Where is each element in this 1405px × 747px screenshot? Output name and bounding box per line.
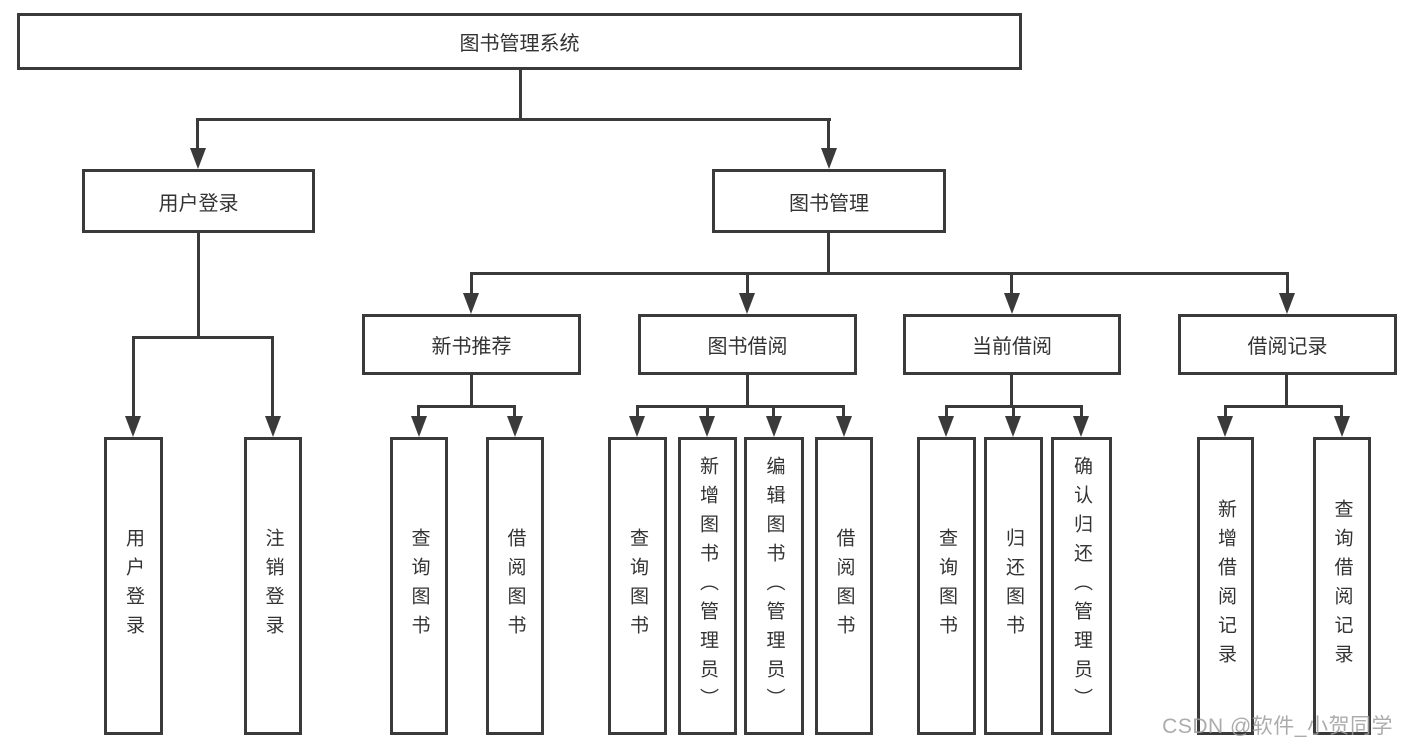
leaf-add-books-admin: 新增图书（管理员）	[678, 437, 737, 735]
arrow-down-icon	[821, 148, 837, 169]
leaf-recommend-borrow-books: 借阅图书	[486, 437, 544, 735]
connector-drop	[706, 405, 709, 419]
connector-borrowing-stem	[746, 375, 749, 407]
leaf-add-borrow-record: 新增借阅记录	[1197, 437, 1254, 735]
leaf-query-borrow-record: 查询借阅记录	[1313, 437, 1371, 735]
connector-bookmgmt-bar	[470, 272, 1288, 275]
connector-drop	[1012, 405, 1015, 419]
connector-drop	[636, 405, 639, 419]
connector-drop-user-login	[196, 118, 199, 152]
connector-recommend-stem	[470, 375, 473, 407]
connector-drop	[1080, 405, 1083, 419]
connector-borrowing-bar	[636, 405, 845, 408]
connector-records-stem	[1285, 375, 1288, 407]
arrow-down-icon	[125, 416, 141, 437]
leaf-borrowing-query-books: 查询图书	[608, 437, 667, 735]
arrow-down-icon	[1073, 416, 1089, 437]
arrow-down-icon	[463, 293, 479, 314]
arrow-down-icon	[190, 148, 206, 169]
arrow-down-icon	[265, 416, 281, 437]
leaf-confirm-return-admin: 确认归还（管理员）	[1051, 437, 1112, 735]
arrow-down-icon	[1004, 293, 1020, 314]
arrow-down-icon	[1334, 416, 1350, 437]
connector-recommend-bar	[418, 405, 516, 408]
connector-bookmgmt-stem	[827, 233, 830, 275]
connector-drop	[772, 405, 775, 419]
connector-drop	[842, 405, 845, 419]
connector-drop-leaf-user-login	[132, 336, 135, 418]
node-borrowing-records: 借阅记录	[1178, 314, 1397, 375]
connector-drop	[1340, 405, 1343, 419]
arrow-down-icon	[1005, 416, 1021, 437]
leaf-borrow-books: 借阅图书	[815, 437, 873, 735]
leaf-recommend-query-books: 查询图书	[390, 437, 448, 735]
node-book-borrowing: 图书借阅	[638, 314, 857, 375]
leaf-logout: 注销登录	[244, 437, 302, 735]
arrow-down-icon	[938, 416, 954, 437]
node-current-borrowing: 当前借阅	[903, 314, 1121, 375]
leaf-user-login: 用户登录	[104, 437, 163, 735]
connector-root-bar	[197, 118, 831, 121]
arrow-down-icon	[629, 416, 645, 437]
leaf-edit-books-admin: 编辑图书（管理员）	[744, 437, 804, 735]
connector-drop	[417, 405, 420, 419]
connector-drop	[1224, 405, 1227, 419]
connector-records-bar	[1224, 405, 1343, 408]
node-root-system: 图书管理系统	[17, 13, 1022, 70]
connector-drop-new-book	[470, 272, 473, 296]
arrow-down-icon	[411, 416, 427, 437]
csdn-watermark: CSDN @软件_小贺同学	[1162, 715, 1393, 738]
connector-root-stem	[519, 70, 522, 121]
arrow-down-icon	[699, 416, 715, 437]
connector-userlogin-stem	[197, 233, 200, 339]
node-user-login-group: 用户登录	[82, 169, 315, 233]
arrow-down-icon	[507, 416, 523, 437]
connector-drop	[945, 405, 948, 419]
connector-drop	[513, 405, 516, 419]
arrow-down-icon	[1279, 293, 1295, 314]
connector-userlogin-bar	[132, 336, 274, 339]
leaf-return-books: 归还图书	[984, 437, 1043, 735]
connector-drop-current-borrowing	[1010, 272, 1013, 296]
connector-drop-leaf-logout	[271, 336, 274, 418]
leaf-current-query-books: 查询图书	[917, 437, 976, 735]
connector-current-stem	[1010, 375, 1013, 407]
node-book-management: 图书管理	[712, 169, 946, 233]
node-new-book-recommend: 新书推荐	[362, 314, 581, 375]
connector-drop-borrowing-records	[1286, 272, 1289, 296]
arrow-down-icon	[739, 293, 755, 314]
connector-drop-book-management	[827, 118, 830, 152]
arrow-down-icon	[836, 416, 852, 437]
arrow-down-icon	[1217, 416, 1233, 437]
connector-drop-book-borrowing	[746, 272, 749, 296]
arrow-down-icon	[766, 416, 782, 437]
